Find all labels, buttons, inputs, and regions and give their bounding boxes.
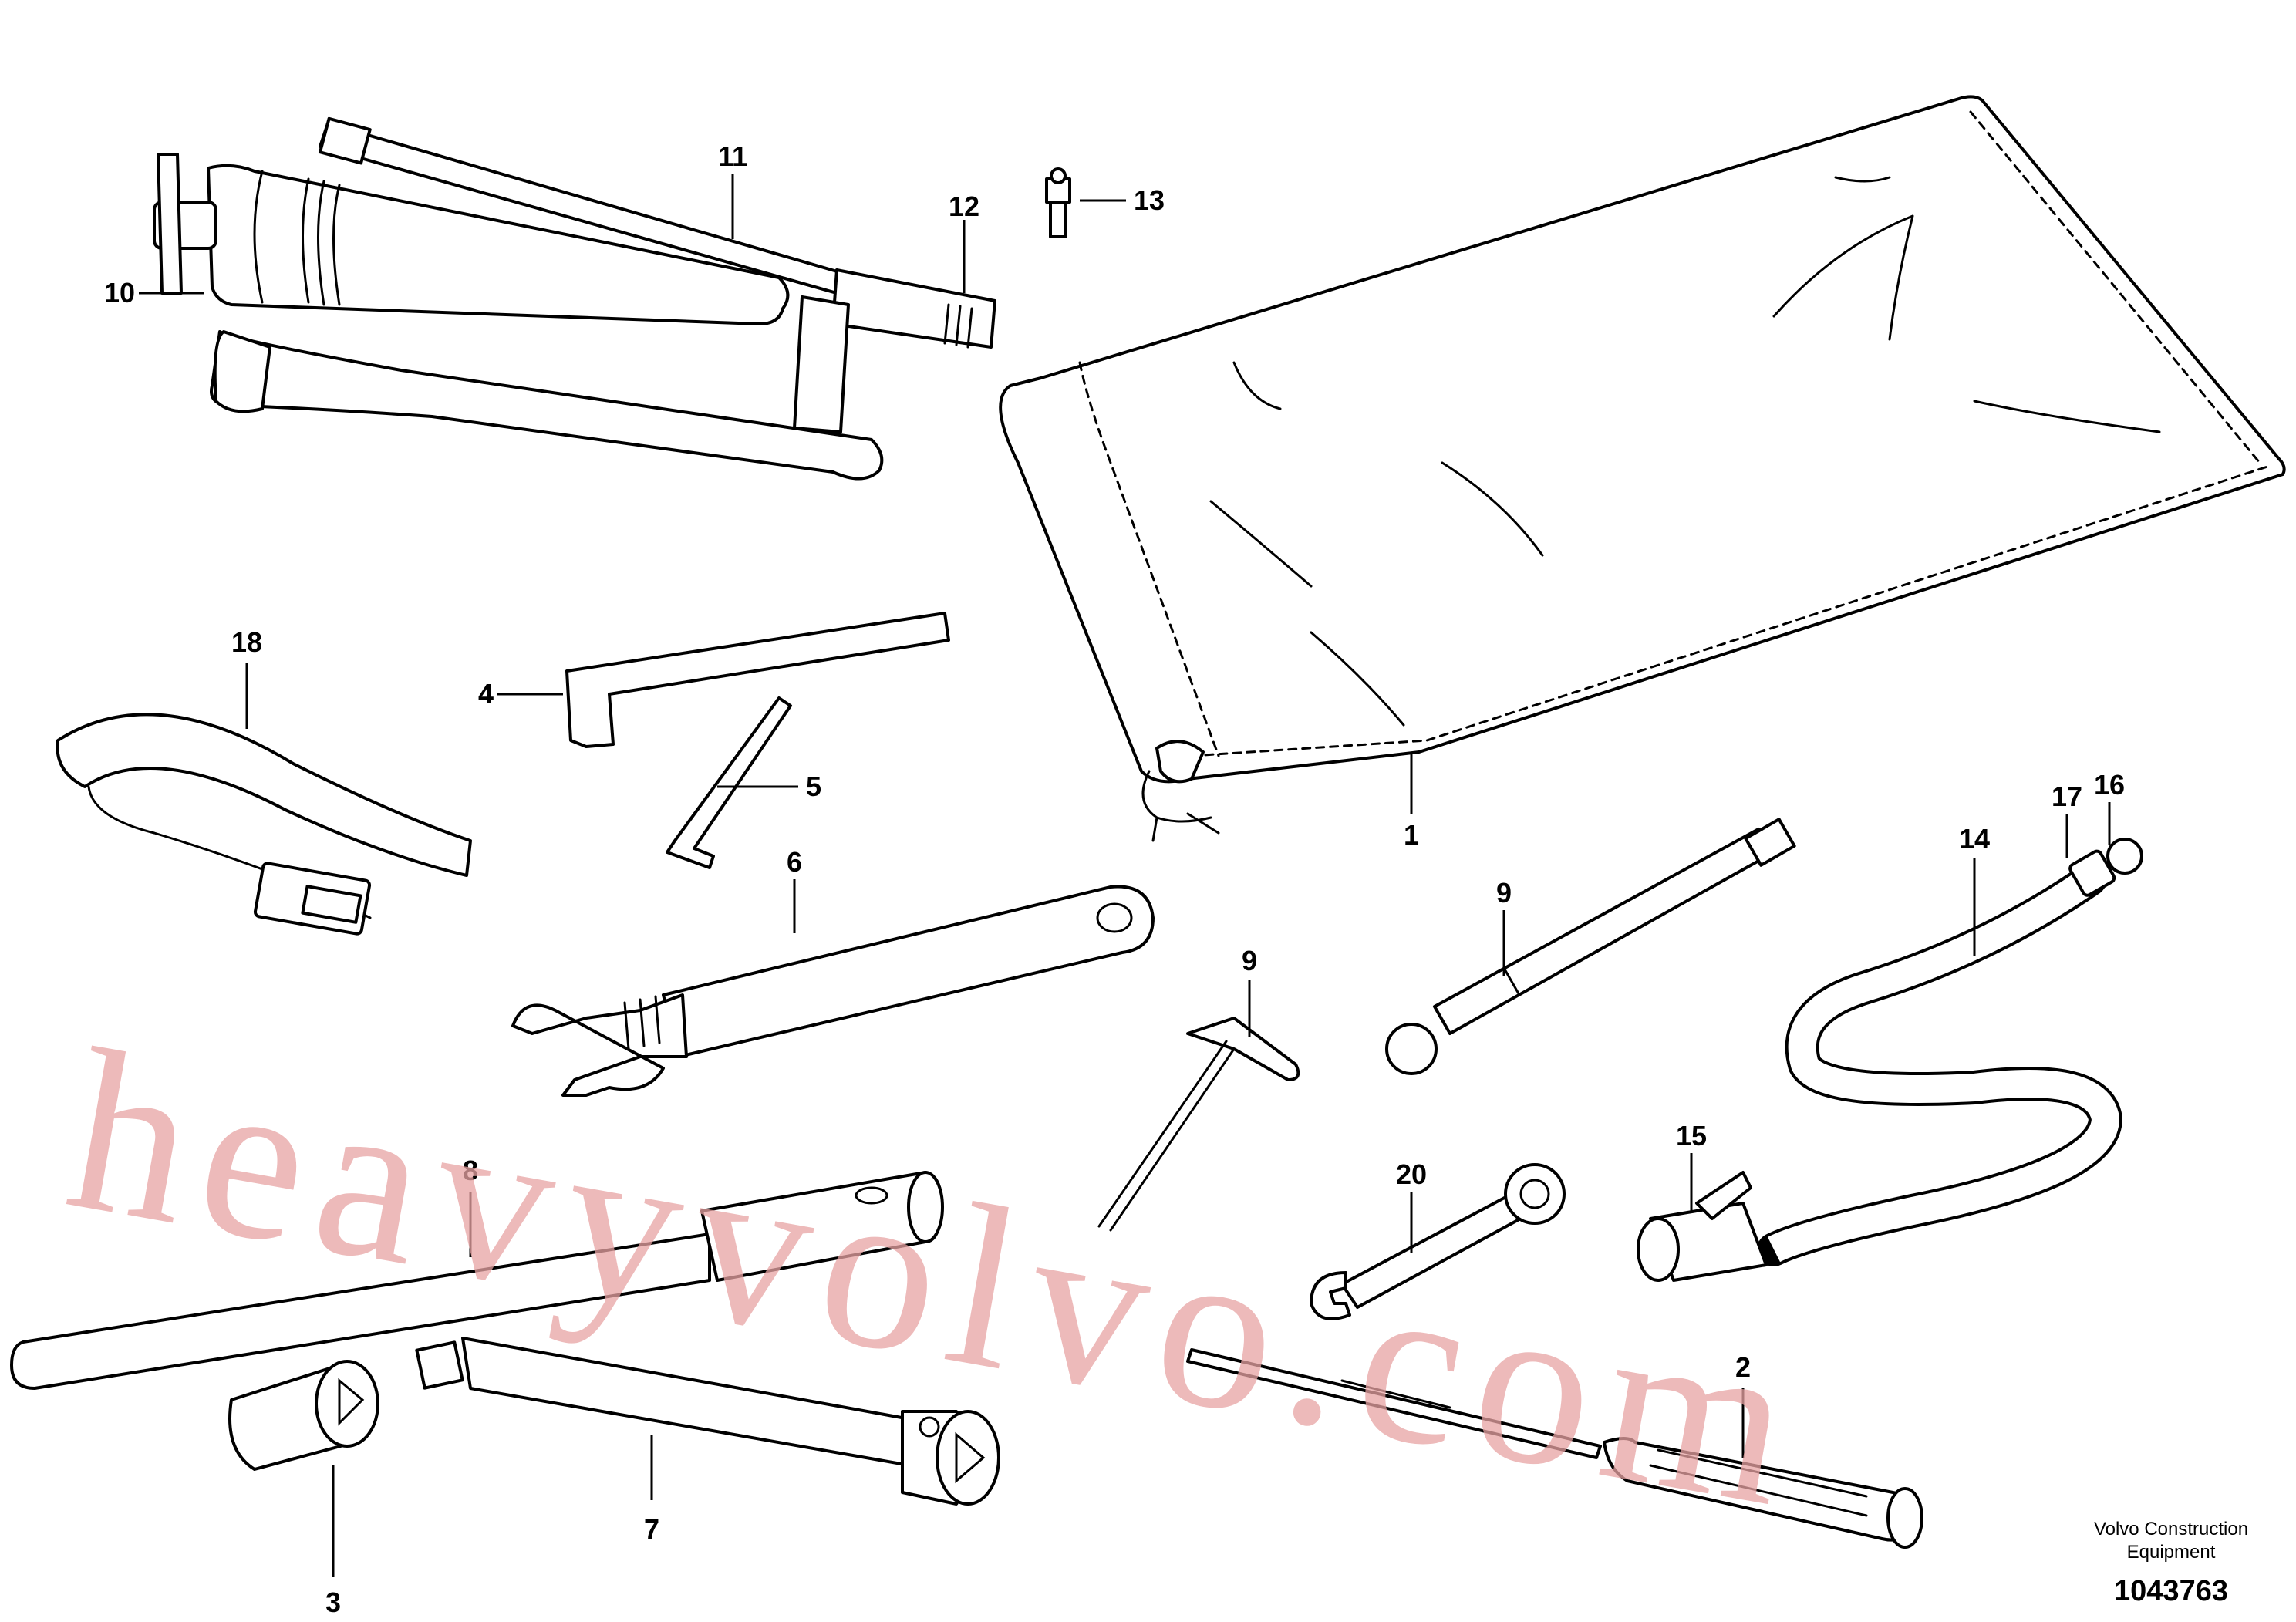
brand-line-2: Equipment <box>2127 1542 2216 1563</box>
socket-part <box>228 1360 379 1471</box>
callout-1: 1 <box>1404 819 1419 851</box>
hex-key-large-part <box>565 612 950 748</box>
screwdriver-part <box>1186 1348 1923 1549</box>
callout-20: 20 <box>1396 1158 1427 1190</box>
callout-9a: 9 <box>1496 877 1512 909</box>
callout-18: 18 <box>231 626 262 658</box>
tool-bag-part <box>999 95 2286 842</box>
grease-gun-part <box>153 116 996 481</box>
callout-17: 17 <box>2052 781 2082 812</box>
callout-10: 10 <box>104 277 135 309</box>
hose-part <box>1637 838 2143 1282</box>
socket-wrench-part <box>415 1337 1000 1506</box>
brand-line-1: Volvo Construction <box>2094 1519 2248 1539</box>
hex-key-small-part <box>666 696 792 869</box>
callout-9b: 9 <box>1242 945 1257 976</box>
callout-6: 6 <box>787 846 802 878</box>
strap-part <box>56 713 472 936</box>
callout-16: 16 <box>2094 769 2125 801</box>
grease-nipple-part <box>1045 167 1071 238</box>
callout-3: 3 <box>325 1587 341 1618</box>
t-handle-part <box>1097 1017 1300 1232</box>
combination-spanner-part <box>1310 1163 1566 1320</box>
callout-11: 11 <box>718 140 747 172</box>
callout-13: 13 <box>1134 184 1165 216</box>
callout-2: 2 <box>1735 1351 1751 1383</box>
tommy-bar-part <box>10 1171 944 1390</box>
callout-7: 7 <box>644 1513 659 1545</box>
callout-14: 14 <box>1959 823 1990 855</box>
torque-wrench-part <box>1385 818 1796 1075</box>
adjustable-wrench-part <box>511 885 1155 1097</box>
drawing-number: 1043763 <box>2114 1575 2228 1607</box>
callout-12: 12 <box>949 191 979 222</box>
callout-8: 8 <box>463 1155 478 1186</box>
callout-15: 15 <box>1676 1120 1707 1152</box>
callout-5: 5 <box>806 771 821 802</box>
callout-4: 4 <box>478 678 494 710</box>
